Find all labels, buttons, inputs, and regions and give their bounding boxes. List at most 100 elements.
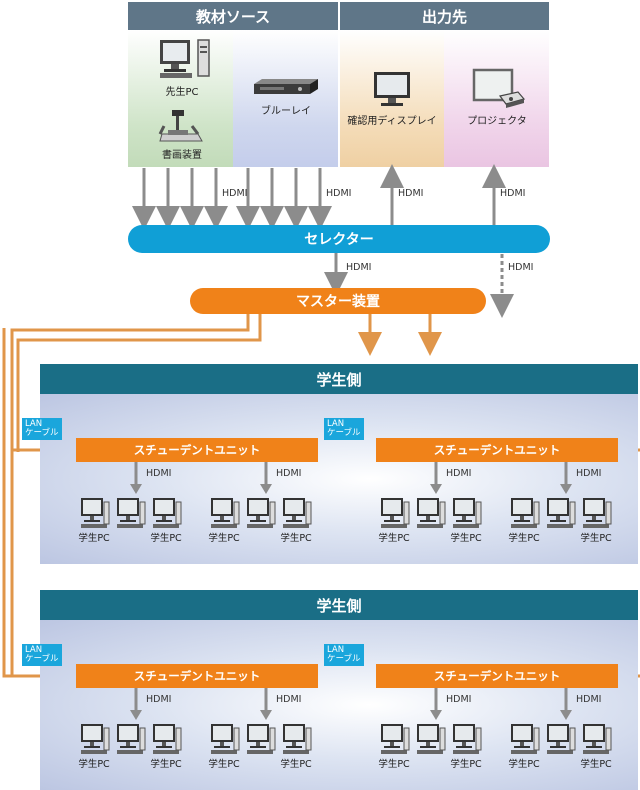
student-pc-label: 学生PC xyxy=(150,533,182,544)
hdmi-down-arrow xyxy=(260,462,272,494)
lan-cable-text: ケーブル xyxy=(25,654,59,664)
student-pc-icon xyxy=(452,496,482,530)
student-pc-label: 学生PC xyxy=(78,533,110,544)
student-pc-label: 学生PC xyxy=(450,533,482,544)
student-pc-label: 学生PC xyxy=(378,759,410,770)
lan-text: LAN xyxy=(327,419,345,429)
hdmi-down-arrow xyxy=(130,688,142,720)
student-pc-icon xyxy=(210,722,240,756)
hdmi-label: HDMI xyxy=(276,694,302,705)
student-pc-label: 学生PC xyxy=(580,533,612,544)
student-unit-bar: スチューデントユニット xyxy=(76,664,318,688)
outputs-title: 出力先 xyxy=(421,7,467,26)
master-device-bar: マスター装置 xyxy=(190,288,486,314)
student-pc-icon xyxy=(152,722,182,756)
student-pc-label: 学生PC xyxy=(280,759,312,770)
student-pc-label: 学生PC xyxy=(450,759,482,770)
student-pc-label: 学生PC xyxy=(580,759,612,770)
selector-label: セレクター xyxy=(304,232,374,248)
student-unit-bar: スチューデントユニット xyxy=(376,438,618,462)
hdmi-down-arrow xyxy=(430,688,442,720)
student-pc-icon xyxy=(116,722,146,756)
lan-text: LAN xyxy=(327,645,345,655)
hdmi-label: HDMI xyxy=(576,468,602,479)
hdmi-down-arrow xyxy=(430,462,442,494)
student-unit-label: スチューデントユニット xyxy=(433,669,561,683)
student-pc-label: 学生PC xyxy=(378,533,410,544)
hdmi-label: HDMI xyxy=(276,468,302,479)
lan-text: LAN xyxy=(25,645,43,655)
student-pc-icon xyxy=(510,722,540,756)
document-camera-icon xyxy=(158,110,203,142)
student-pc-icon xyxy=(582,496,612,530)
projector-screen-icon xyxy=(472,68,526,108)
hdmi-label: HDMI xyxy=(446,468,472,479)
bluray-source-panel xyxy=(233,30,338,167)
hdmi-label-monitor: HDMI xyxy=(398,188,424,199)
student-pc-icon xyxy=(80,496,110,530)
hdmi-down-arrow xyxy=(560,462,572,494)
student-pc-icon xyxy=(416,496,446,530)
hdmi-label-dashed: HDMI xyxy=(508,262,534,273)
student-unit-label: スチューデントユニット xyxy=(133,669,261,683)
bluray-label: ブルーレイ xyxy=(261,106,311,117)
bluray-icon xyxy=(254,79,318,94)
student-pc-label: 学生PC xyxy=(280,533,312,544)
student-pc-icon xyxy=(246,496,276,530)
student-pc-label: 学生PC xyxy=(208,759,240,770)
monitor-icon xyxy=(374,72,410,106)
student-unit-bar: スチューデントユニット xyxy=(76,438,318,462)
document-camera-label: 書画装置 xyxy=(162,150,202,161)
hdmi-down-arrow xyxy=(130,462,142,494)
hdmi-label: HDMI xyxy=(146,694,172,705)
student-pc-label: 学生PC xyxy=(508,533,540,544)
teacher-pc-label: 先生PC xyxy=(165,87,199,98)
lan-text: LAN xyxy=(25,419,43,429)
student-pc-icon xyxy=(210,496,240,530)
lan-cable-text: ケーブル xyxy=(327,654,361,664)
student-pc-icon xyxy=(380,722,410,756)
student-section-header: 学生側 xyxy=(40,364,638,394)
student-pc-label: 学生PC xyxy=(508,759,540,770)
selector-bar: セレクター xyxy=(128,225,550,253)
hdmi-down-arrow xyxy=(560,688,572,720)
sources-header: 教材ソース xyxy=(128,2,338,30)
hdmi-label: HDMI xyxy=(446,694,472,705)
master-label: マスター装置 xyxy=(296,294,380,310)
student-unit-label: スチューデントユニット xyxy=(433,443,561,457)
hdmi-label: HDMI xyxy=(146,468,172,479)
hdmi-label-bluray: HDMI xyxy=(326,188,352,199)
student-pc-icon xyxy=(510,496,540,530)
student-pc-label: 学生PC xyxy=(78,759,110,770)
hdmi-down-arrow xyxy=(260,688,272,720)
hdmi-label: HDMI xyxy=(576,694,602,705)
sources-title: 教材ソース xyxy=(195,7,271,26)
hdmi-label-projector: HDMI xyxy=(500,188,526,199)
student-pc-icon xyxy=(152,496,182,530)
monitor-label: 確認用ディスプレイ xyxy=(347,116,437,127)
lan-cable-text: ケーブル xyxy=(327,428,361,438)
student-pc-label: 学生PC xyxy=(150,759,182,770)
student-section-header: 学生側 xyxy=(40,590,638,620)
student-pc-label: 学生PC xyxy=(208,533,240,544)
student-section-title: 学生側 xyxy=(316,596,362,615)
student-pc-icon xyxy=(452,722,482,756)
lan-cable-text: ケーブル xyxy=(25,428,59,438)
student-unit-label: スチューデントユニット xyxy=(133,443,261,457)
student-pc-icon xyxy=(380,496,410,530)
student-section-title: 学生側 xyxy=(316,370,362,389)
student-pc-icon xyxy=(246,722,276,756)
student-pc-icon xyxy=(546,496,576,530)
outputs-header: 出力先 xyxy=(340,2,549,30)
student-pc-icon xyxy=(80,722,110,756)
hdmi-label-teacher: HDMI xyxy=(222,188,248,199)
teacher-pc-icon xyxy=(160,39,210,78)
student-pc-icon xyxy=(282,496,312,530)
student-pc-icon xyxy=(546,722,576,756)
hdmi-label-master: HDMI xyxy=(346,262,372,273)
projector-label: プロジェクタ xyxy=(467,116,527,127)
